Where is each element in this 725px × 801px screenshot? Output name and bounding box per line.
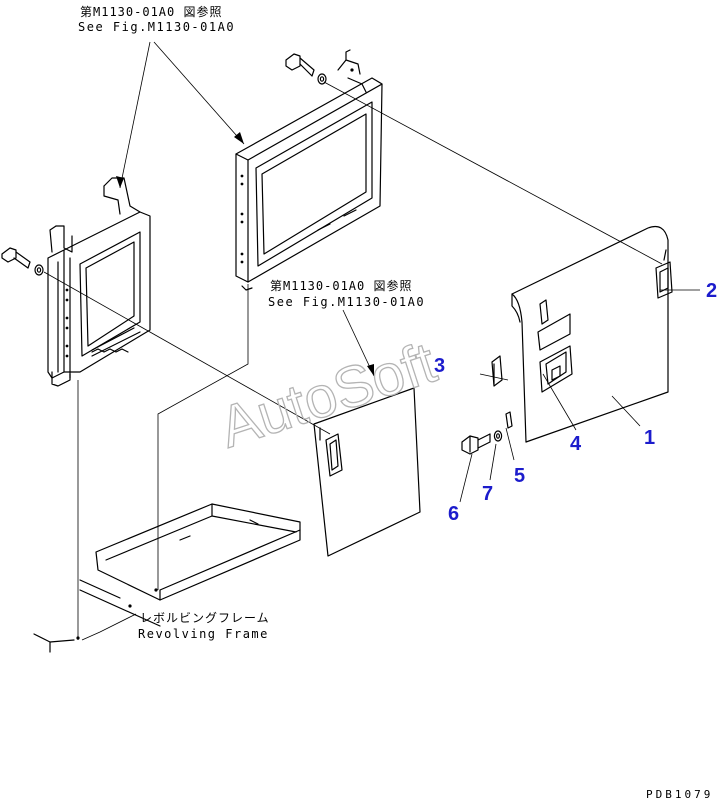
reference-mid-jp: 第M1130-01A0 図参照 [270, 278, 412, 293]
watermark-text: AutoSoft [212, 330, 444, 461]
callout-4: 4 [570, 433, 582, 455]
spacer-part [505, 411, 513, 429]
callout-5: 5 [514, 465, 525, 487]
bolt-6 [461, 433, 491, 455]
left-bolt [1, 247, 44, 276]
cover-panel [511, 225, 673, 443]
revolving-frame-label-en: Revolving Frame [138, 627, 269, 641]
reference-top-en: See Fig.M1130-01A0 [78, 20, 235, 34]
top-bolt [285, 53, 327, 85]
lower-cover-panel [313, 387, 421, 557]
left-radiator-frame [47, 177, 151, 387]
stopper-part [491, 355, 503, 387]
center-radiator-frame [235, 49, 383, 291]
callout-6: 6 [448, 503, 459, 525]
callout-1: 1 [644, 427, 655, 449]
callout-3: 3 [434, 355, 445, 377]
reference-mid-en: See Fig.M1130-01A0 [268, 295, 425, 309]
drawing-code: PDB1079 [646, 788, 713, 801]
reference-top-jp: 第M1130-01A0 図参照 [80, 4, 222, 19]
revolving-frame-base [33, 503, 301, 653]
assembly-leaders [43, 41, 700, 641]
callout-7: 7 [482, 483, 493, 505]
callout-2: 2 [706, 280, 717, 302]
revolving-frame-label-jp: レボルビングフレーム [140, 611, 270, 625]
washer-7 [493, 430, 503, 442]
